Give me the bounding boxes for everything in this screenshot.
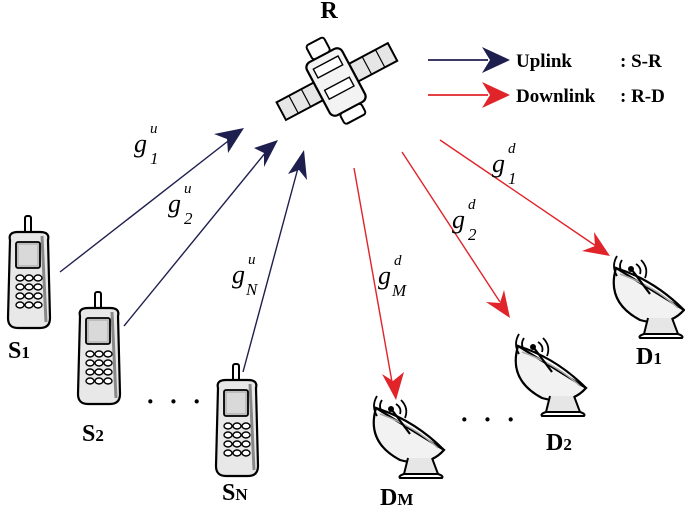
uplink-channels — [59, 128, 307, 373]
svg-text:u: u — [184, 181, 192, 197]
svg-text:2: 2 — [468, 225, 477, 244]
downlink-arrowhead-1 — [582, 232, 610, 256]
svg-text:SN: SN — [222, 480, 248, 506]
uplink-gain-1: g u 1 — [134, 121, 159, 168]
downlink-gain-2: g d 2 — [452, 197, 477, 244]
destination-ellipsis: · · · — [460, 405, 519, 434]
svg-text:d: d — [394, 253, 402, 269]
svg-text:g: g — [378, 261, 391, 290]
legend: Uplink : S-R Downlink : R-D — [428, 47, 665, 108]
uplink-line-3 — [242, 167, 299, 373]
svg-text:g: g — [168, 189, 181, 218]
uplink-arrowhead-3 — [288, 150, 307, 180]
svg-text:D1: D1 — [636, 344, 662, 370]
legend-uplink-link: : S-R — [620, 51, 662, 72]
svg-text:g: g — [492, 149, 505, 178]
uplink-arrowhead-2 — [254, 140, 278, 167]
uplink-line-2 — [123, 151, 267, 327]
destination-label-1: D1 — [636, 344, 662, 370]
legend-downlink-label: Downlink — [516, 86, 596, 107]
source-label-1: S1 — [8, 338, 30, 364]
source-ellipsis: · · · — [146, 387, 205, 416]
svg-text:1: 1 — [508, 169, 517, 188]
svg-text:DM: DM — [380, 485, 413, 507]
svg-text:2: 2 — [184, 209, 193, 228]
legend-uplink-label: Uplink — [516, 51, 572, 72]
uplink-gain-2: g u 2 — [168, 181, 193, 228]
mobile-phone-icon-s1 — [6, 214, 52, 330]
downlink-line-3 — [353, 167, 393, 383]
mobile-phone-icon-sn — [214, 362, 260, 478]
satellite-icon — [275, 36, 399, 125]
legend-downlink-arrowhead — [482, 82, 510, 108]
svg-text:g: g — [232, 260, 245, 289]
downlink-channels — [353, 139, 610, 400]
svg-text:N: N — [245, 280, 259, 299]
svg-text:D2: D2 — [546, 430, 572, 456]
svg-text:1: 1 — [150, 149, 159, 168]
source-label-2: S2 — [82, 421, 104, 447]
downlink-arrowhead-2 — [486, 290, 510, 318]
legend-uplink-arrowhead — [482, 47, 510, 73]
svg-text:d: d — [508, 141, 516, 157]
downlink-line-1 — [439, 139, 597, 247]
downlink-line-2 — [401, 151, 501, 303]
downlink-gain-m: g d M — [378, 253, 407, 300]
svg-text:g: g — [134, 129, 147, 158]
satellite-dish-icon-d1 — [612, 254, 685, 340]
svg-text:d: d — [468, 197, 476, 213]
legend-downlink-link: : R-D — [620, 86, 665, 107]
svg-text:M: M — [391, 281, 407, 300]
relay-label: R — [320, 0, 338, 24]
svg-text:S2: S2 — [82, 421, 104, 447]
downlink-arrowhead-3 — [382, 372, 404, 400]
destination-label-m: DM — [380, 485, 413, 507]
uplink-gain-n: g u N — [232, 252, 259, 299]
svg-text:S1: S1 — [8, 338, 30, 364]
downlink-gain-1: g d 1 — [492, 141, 517, 188]
svg-text:u: u — [248, 252, 256, 268]
svg-text:u: u — [150, 121, 158, 137]
mobile-phone-icon-s2 — [76, 290, 122, 406]
destination-label-2: D2 — [546, 430, 572, 456]
source-label-n: SN — [222, 480, 248, 506]
svg-text:g: g — [452, 205, 465, 234]
uplink-line-1 — [59, 137, 233, 273]
uplink-arrowhead-1 — [214, 128, 244, 153]
satellite-dish-icon-d2 — [514, 332, 588, 418]
satellite-dish-icon-dm — [372, 394, 446, 480]
